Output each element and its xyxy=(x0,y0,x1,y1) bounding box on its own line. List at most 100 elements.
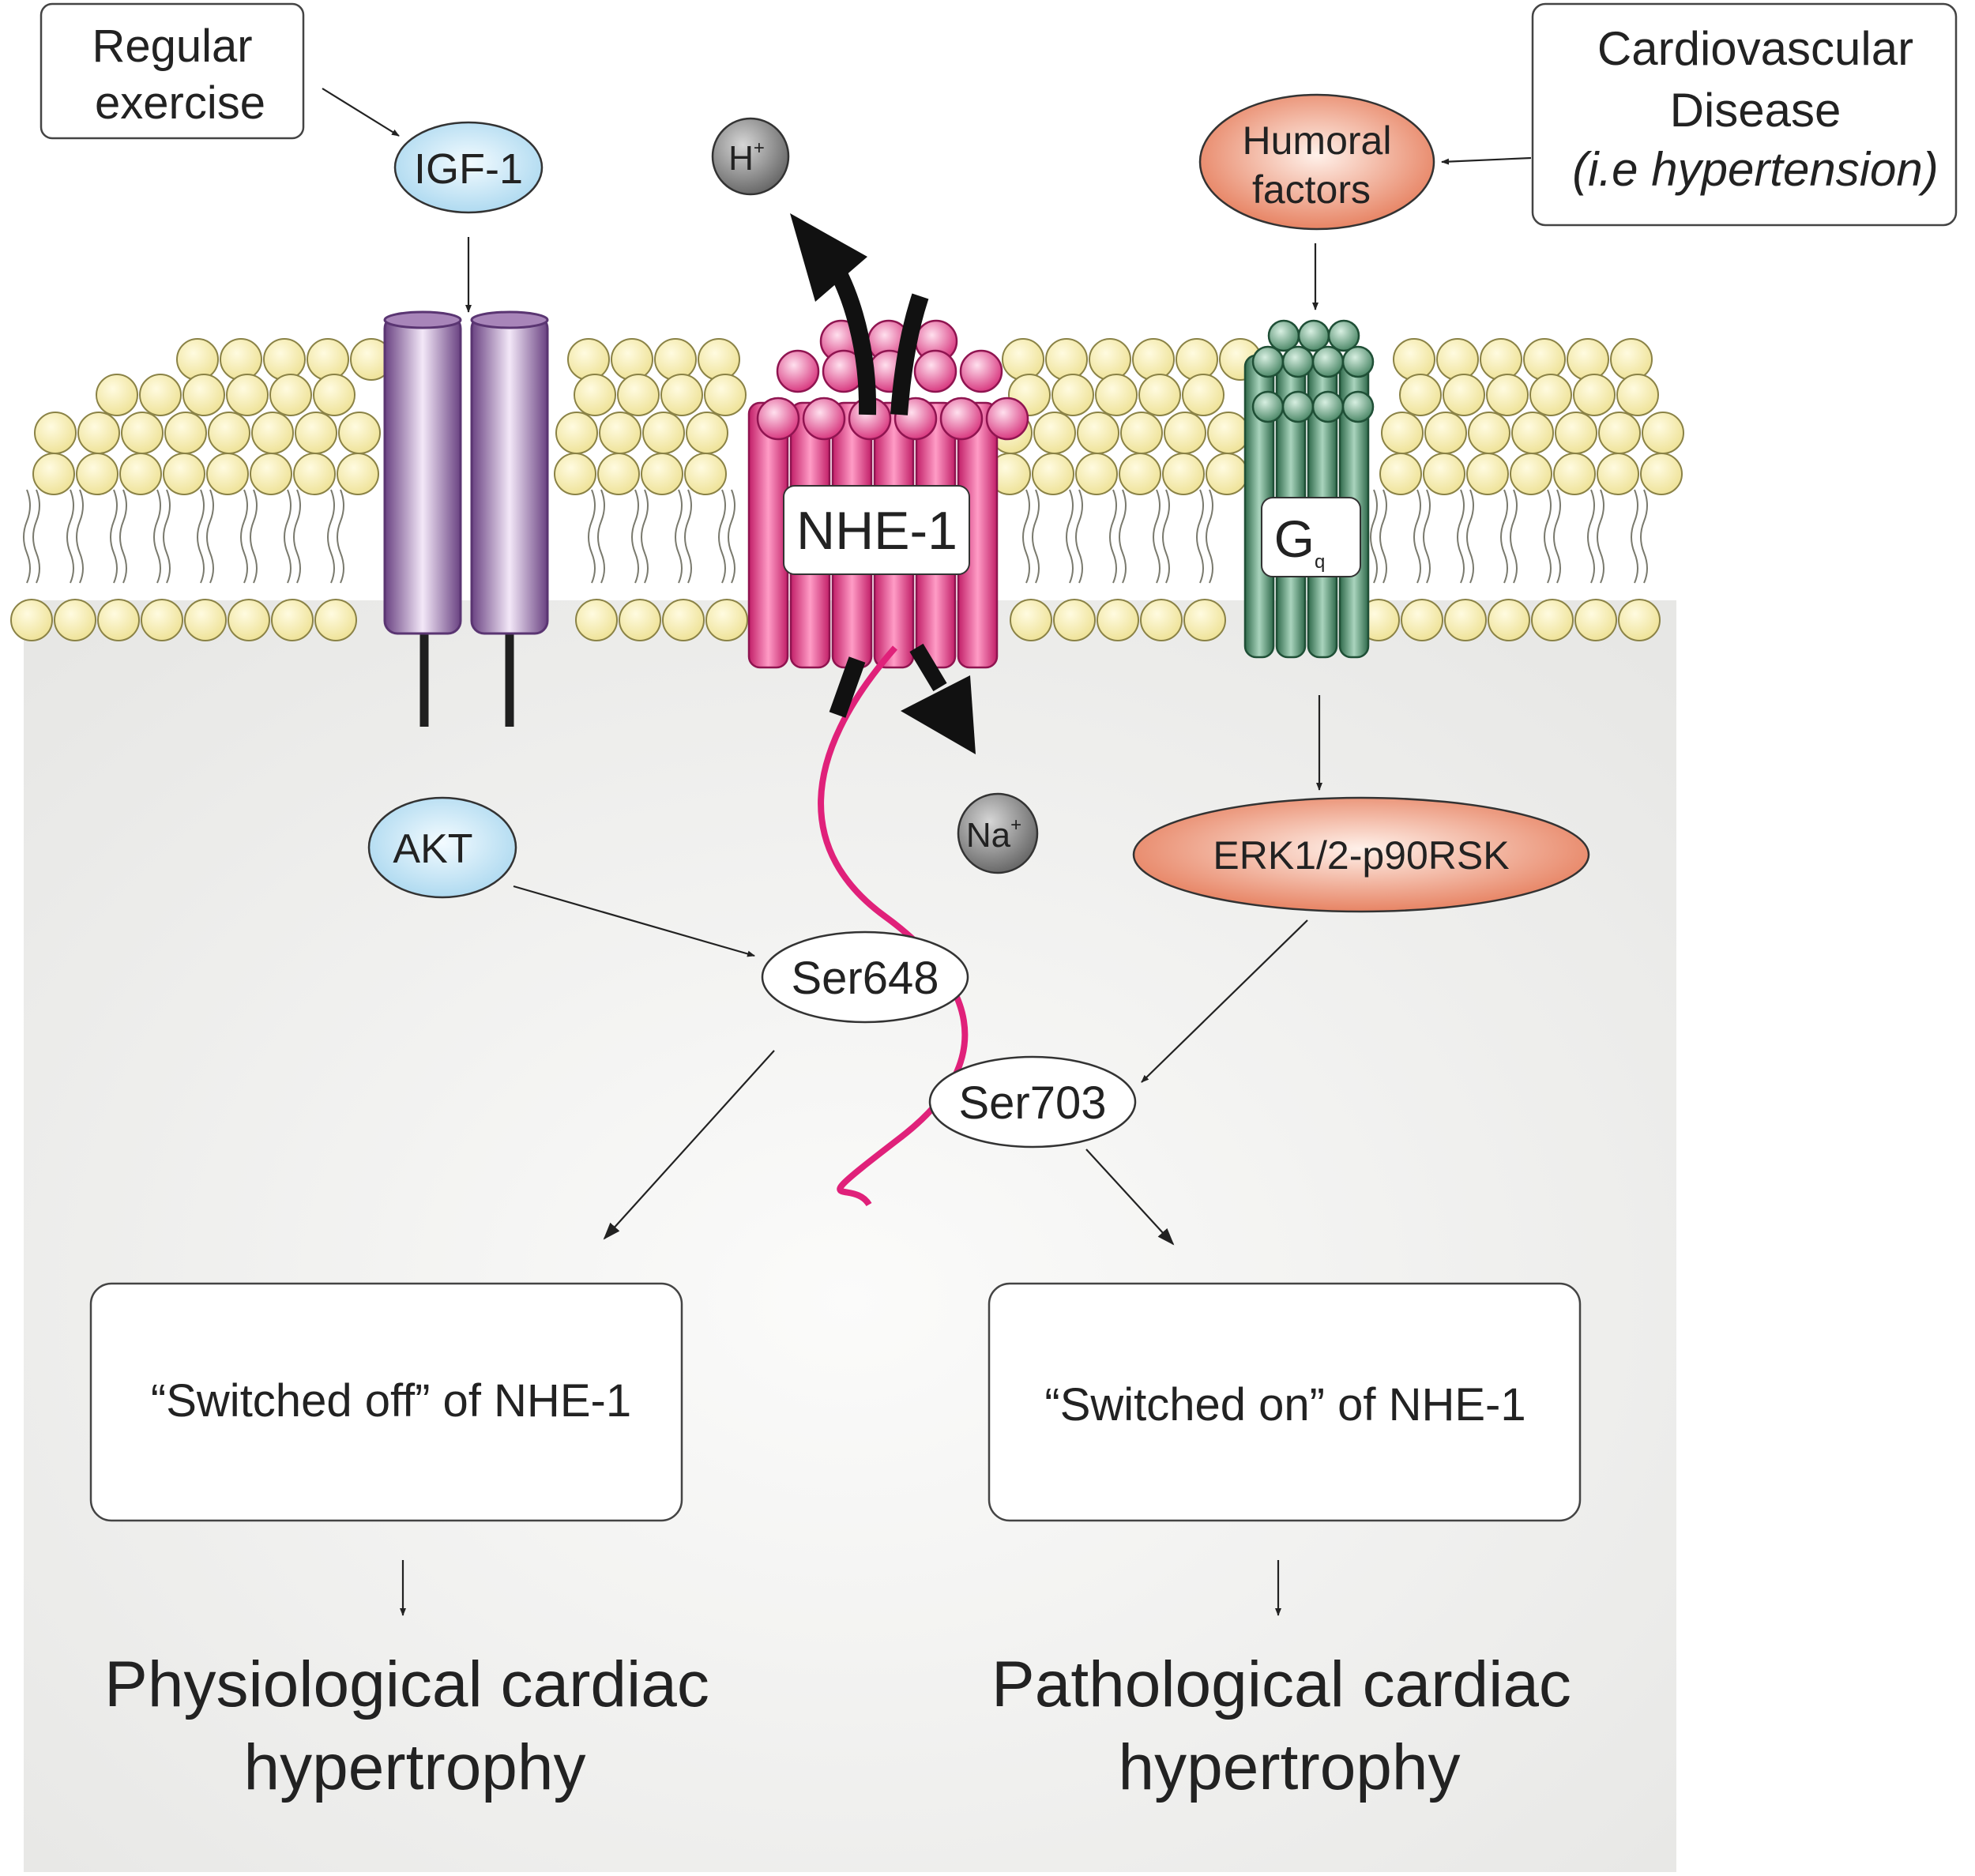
lipid-tail xyxy=(1640,489,1648,584)
lipid-head xyxy=(1511,412,1554,454)
lipid-head xyxy=(176,338,219,381)
lipid-tail xyxy=(641,489,649,584)
lipid-head xyxy=(1399,374,1442,416)
lipid-head xyxy=(1010,599,1052,641)
igf1-receptor xyxy=(383,310,549,727)
helix-top xyxy=(1281,390,1315,423)
na-ion-charge: + xyxy=(1010,814,1021,836)
lipid-head xyxy=(54,599,96,641)
helix-top xyxy=(1341,390,1375,423)
lipid-head xyxy=(337,453,379,495)
switched-off-label: “Switched off” of NHE-1 xyxy=(151,1375,631,1427)
lipid-head xyxy=(1164,412,1206,454)
gq-label-box xyxy=(1261,497,1361,577)
arrow-akt-to-ser648 xyxy=(513,885,755,957)
helix-top xyxy=(776,349,820,393)
lipid-head xyxy=(1424,412,1467,454)
lipid-head xyxy=(1598,412,1641,454)
lipid-head xyxy=(1132,338,1175,381)
lipid-head xyxy=(228,599,270,641)
lipid-head xyxy=(1555,412,1597,454)
lipid-head xyxy=(164,412,207,454)
lipid-head xyxy=(1077,412,1119,454)
arrow-erk-to-ser703 xyxy=(1141,919,1308,1083)
lipid-tail xyxy=(1631,489,1638,584)
lipid-tail xyxy=(718,489,726,584)
lipid-head xyxy=(1488,599,1530,641)
na-influx-arrow xyxy=(829,643,976,754)
nhe1-label-box xyxy=(783,485,970,575)
lipid-head xyxy=(1379,453,1422,495)
lipid-head xyxy=(1553,453,1596,495)
lipid-head xyxy=(599,412,641,454)
lipid-head xyxy=(182,374,225,416)
lipid-tail xyxy=(337,489,344,584)
lipid-tail xyxy=(284,489,292,584)
lipid-head xyxy=(642,412,685,454)
lipid-head xyxy=(263,338,306,381)
pathological-outcome-line2: hypertrophy xyxy=(1118,1731,1460,1803)
lipid-head xyxy=(684,453,727,495)
lipid-head xyxy=(574,374,616,416)
lipid-tail xyxy=(327,489,335,584)
lipid-head xyxy=(269,374,312,416)
lipid-head xyxy=(554,453,596,495)
svg-text:Na+: Na+ xyxy=(966,814,1021,855)
lipid-bilayer xyxy=(10,338,1684,641)
lipid-head xyxy=(1393,338,1435,381)
lipid-head xyxy=(1183,599,1226,641)
lipid-tail xyxy=(1153,489,1161,584)
lipid-head xyxy=(1529,374,1572,416)
lipid-head xyxy=(1468,412,1510,454)
lipid-tail xyxy=(1075,489,1083,584)
igf1-node: IGF-1 xyxy=(393,121,544,214)
lipid-head xyxy=(1597,453,1639,495)
lipid-head xyxy=(1182,374,1224,416)
nhe1-label: NHE-1 xyxy=(796,501,957,561)
helix-top xyxy=(1311,390,1345,423)
lipid-head xyxy=(1567,338,1609,381)
lipid-head xyxy=(597,453,640,495)
lipid-head xyxy=(34,412,77,454)
igf1-label: IGF-1 xyxy=(414,145,523,193)
lipid-head xyxy=(1531,599,1574,641)
lipid-head xyxy=(1423,453,1465,495)
lipid-head xyxy=(163,453,205,495)
lipid-tail xyxy=(23,489,31,584)
lipid-tail xyxy=(1370,489,1378,584)
erk-p90rsk-label: ERK1/2-p90RSK xyxy=(1213,833,1509,878)
lipid-head xyxy=(660,374,703,416)
switched-on-box: “Switched on” of NHE-1 xyxy=(988,1282,1582,1522)
lipid-head xyxy=(686,412,728,454)
ser648-site: Ser648 xyxy=(761,930,969,1024)
lipid-head xyxy=(1053,599,1096,641)
lipid-head xyxy=(1206,453,1248,495)
lipid-head xyxy=(1616,374,1659,416)
h-ion-label: H xyxy=(728,139,754,178)
helix-top xyxy=(802,397,846,441)
lipid-head xyxy=(271,599,314,641)
physiological-outcome-line2: hypertrophy xyxy=(243,1731,585,1803)
lipid-tail xyxy=(1553,489,1561,584)
helix-top xyxy=(1251,345,1285,378)
lipid-head xyxy=(226,374,269,416)
lipid-head xyxy=(119,453,162,495)
gq-helices xyxy=(1243,319,1375,659)
lipid-tail xyxy=(1119,489,1127,584)
lipid-head xyxy=(1574,599,1617,641)
lipid-tail xyxy=(1500,489,1508,584)
lipid-head xyxy=(206,453,249,495)
lipid-head xyxy=(1089,338,1131,381)
lipid-tail xyxy=(240,489,248,584)
lipid-head xyxy=(641,453,683,495)
lipid-head xyxy=(313,374,356,416)
h-ion-charge: + xyxy=(754,137,765,159)
lipid-tail xyxy=(153,489,161,584)
lipid-head xyxy=(1075,453,1118,495)
lipid-head xyxy=(617,374,660,416)
helix-top xyxy=(1327,319,1360,352)
regular-exercise-box: Regular exercise xyxy=(40,2,305,140)
lipid-head xyxy=(1444,599,1487,641)
helix-top xyxy=(913,349,957,393)
